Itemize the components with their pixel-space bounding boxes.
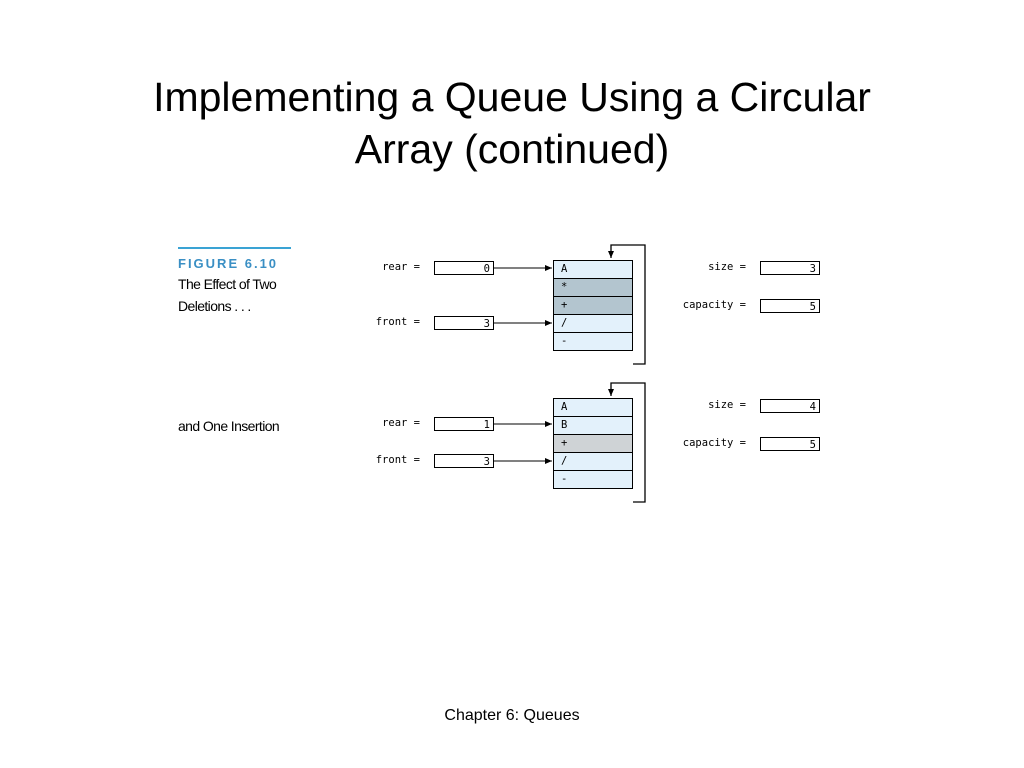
array-cell-3: / <box>554 315 632 333</box>
rear-value-box: 1 <box>434 417 494 431</box>
rear-label: rear = <box>382 261 420 273</box>
slide-title: Implementing a Queue Using a Circular Ar… <box>62 71 962 175</box>
figure-caption-line-2: Deletions . . . <box>178 298 251 314</box>
front-value-box: 3 <box>434 316 494 330</box>
front-label: front = <box>375 454 420 466</box>
slide-footer: Chapter 6: Queues <box>444 707 580 724</box>
front-label: front = <box>375 316 420 328</box>
circular-array-2: A B + / - <box>553 398 633 489</box>
capacity-value-box: 5 <box>760 437 820 451</box>
figure-label: FIGURE 6.10 <box>178 256 279 271</box>
array-cell-1: * <box>554 279 632 297</box>
figure-rule <box>178 247 291 249</box>
array-cell-3: / <box>554 453 632 471</box>
capacity-label: capacity = <box>682 437 746 449</box>
figure-caption-line-1: The Effect of Two <box>178 276 277 292</box>
front-value-box: 3 <box>434 454 494 468</box>
size-label: size = <box>708 399 746 411</box>
array-cell-4: - <box>554 471 632 488</box>
capacity-value-box: 5 <box>760 299 820 313</box>
array-cell-0: A <box>554 261 632 279</box>
array-cell-2: + <box>554 297 632 315</box>
rear-label: rear = <box>382 417 420 429</box>
circular-array-1: A * + / - <box>553 260 633 351</box>
array-cell-0: A <box>554 399 632 417</box>
array-cell-1: B <box>554 417 632 435</box>
rear-value-box: 0 <box>434 261 494 275</box>
array-cell-2: + <box>554 435 632 453</box>
array-cell-4: - <box>554 333 632 350</box>
capacity-label: capacity = <box>682 299 746 311</box>
size-label: size = <box>708 261 746 273</box>
figure-caption-insertion: and One Insertion <box>178 418 280 434</box>
size-value-box: 3 <box>760 261 820 275</box>
title-line-1: Implementing a Queue Using a Circular <box>153 74 871 121</box>
title-line-2: Array (continued) <box>354 126 670 173</box>
size-value-box: 4 <box>760 399 820 413</box>
